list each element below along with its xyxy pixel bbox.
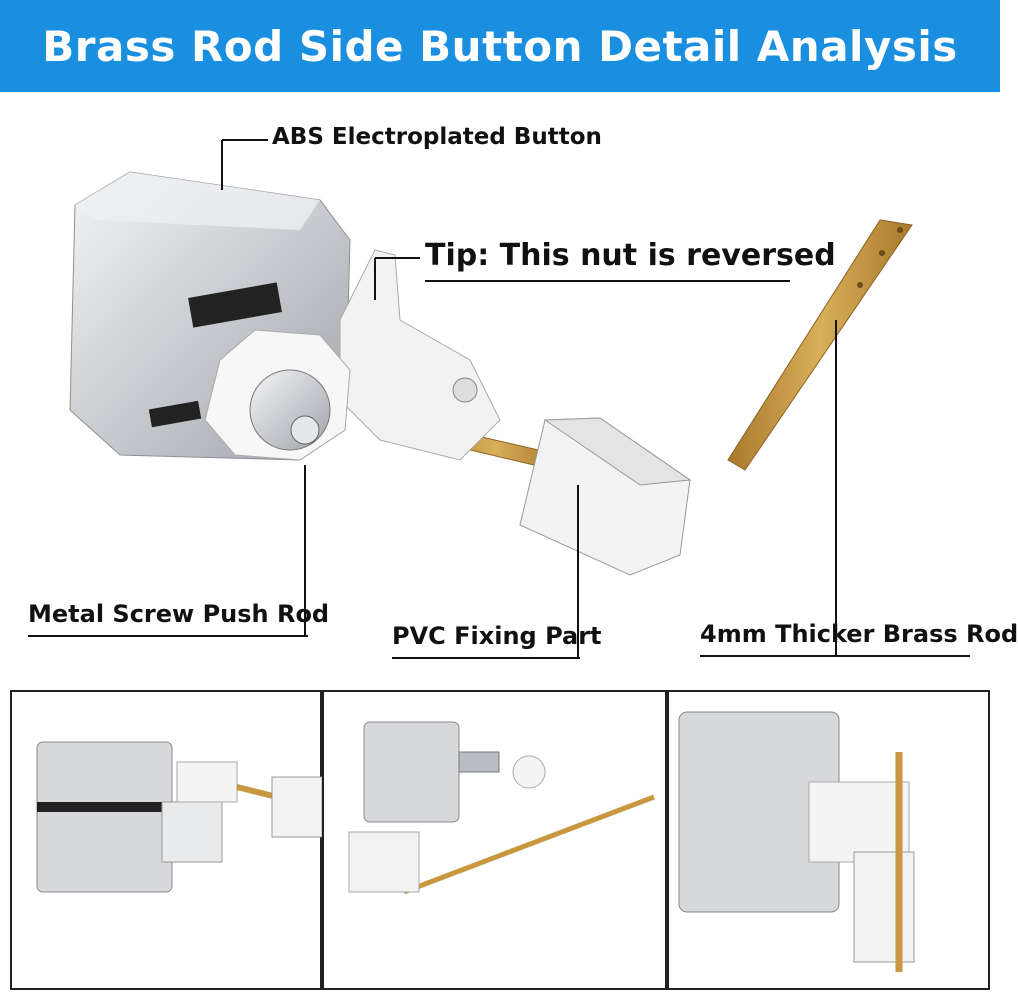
brass-rod-label: 4mm Thicker Brass Rod — [700, 620, 1018, 648]
pvc-part-label: PVC Fixing Part — [392, 622, 602, 650]
photo-panel-parts — [322, 690, 667, 990]
abs-button-label: ABS Electroplated Button — [272, 124, 602, 150]
white-lever-arm — [339, 249, 501, 461]
pvc-fixing-block — [519, 417, 692, 576]
nut-tip-label: Tip: This nut is reversed — [425, 238, 836, 273]
push-rod-underline — [28, 635, 308, 637]
push-rod-label: Metal Screw Push Rod — [28, 600, 330, 628]
product-illustration — [69, 139, 913, 658]
brass-rod-vertical — [727, 219, 913, 471]
brass-rod-underline — [700, 655, 970, 657]
photo-panel-assembled — [10, 690, 323, 990]
chrome-button-image — [36, 741, 173, 893]
photo-panel-closeup — [667, 690, 990, 990]
pvc-part-underline — [392, 657, 580, 659]
page-title: Brass Rod Side Button Detail Analysis — [42, 21, 958, 71]
title-banner: Brass Rod Side Button Detail Analysis — [0, 0, 1000, 92]
nut-tip-underline — [425, 280, 790, 282]
chrome-button-image — [363, 721, 460, 823]
hex-nut — [204, 329, 351, 461]
